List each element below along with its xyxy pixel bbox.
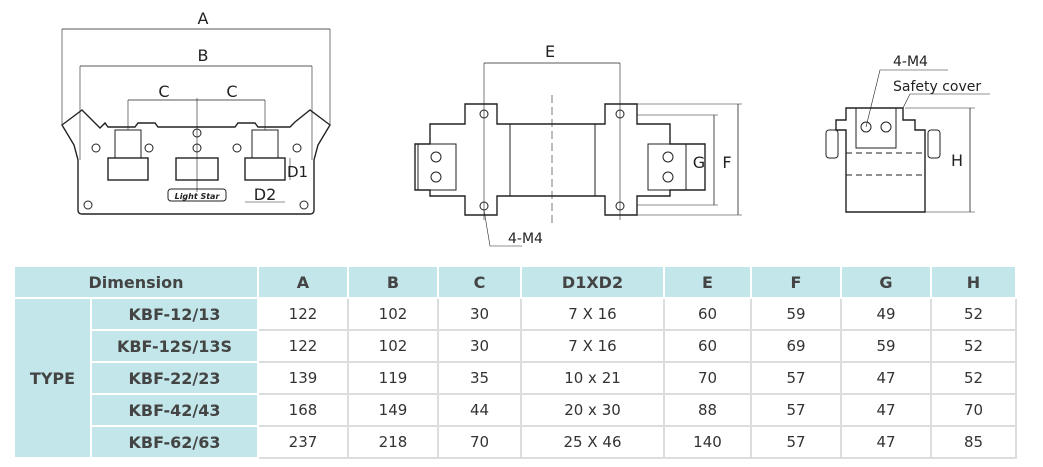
model-name: KBF-12S/13S (90, 329, 259, 363)
dim-label-d2: D2 (254, 185, 277, 204)
terminal-screw-label: 4-M4 (893, 54, 928, 70)
table-cell: 35 (437, 361, 522, 395)
table-cell: 70 (437, 425, 522, 459)
table-cell: 168 (257, 393, 349, 427)
table-cell: 44 (437, 393, 522, 427)
table-cell: 119 (347, 361, 439, 395)
table-cell: 10 x 21 (520, 361, 665, 395)
dim-label-b: B (198, 46, 209, 65)
table-cell: 139 (257, 361, 349, 395)
table-cell: 57 (750, 393, 842, 427)
table-cell: 122 (257, 329, 349, 363)
column-header: B (347, 265, 439, 299)
dim-label-d1: D1 (287, 163, 308, 181)
table-cell: 52 (930, 297, 1017, 331)
table-cell: 52 (930, 329, 1017, 363)
dim-label-a: A (198, 9, 209, 28)
table-cell: 47 (840, 425, 932, 459)
table-cell: 7 X 16 (520, 329, 665, 363)
table-cell: 52 (930, 361, 1017, 395)
table-cell: 88 (663, 393, 752, 427)
table-cell: 57 (750, 361, 842, 395)
column-header: C (437, 265, 522, 299)
table-cell: 47 (840, 393, 932, 427)
table-cell: 122 (257, 297, 349, 331)
table-cell: 218 (347, 425, 439, 459)
table-cell: 47 (840, 361, 932, 395)
table-cell: 237 (257, 425, 349, 459)
model-name: KBF-62/63 (90, 425, 259, 459)
dim-label-g: G (693, 153, 705, 172)
table-cell: 59 (750, 297, 842, 331)
dim-label-c-left: C (158, 82, 169, 101)
dim-label-f: F (722, 153, 731, 172)
column-header: D1XD2 (520, 265, 665, 299)
table-cell: 60 (663, 297, 752, 331)
dim-label-c-right: C (226, 82, 237, 101)
table-cell: 69 (750, 329, 842, 363)
mount-screw-label: 4-M4 (508, 231, 543, 247)
table-cell: 30 (437, 297, 522, 331)
column-header: G (840, 265, 932, 299)
model-name: KBF-22/23 (90, 361, 259, 395)
column-header: F (750, 265, 842, 299)
column-header: A (257, 265, 349, 299)
column-header: E (663, 265, 752, 299)
table-cell: 70 (930, 393, 1017, 427)
dim-label-e: E (545, 42, 555, 61)
brand-logo: Light Star (175, 192, 221, 201)
table-cell: 85 (930, 425, 1017, 459)
table-cell: 140 (663, 425, 752, 459)
table-cell: 149 (347, 393, 439, 427)
type-label: TYPE (13, 297, 92, 459)
table-cell: 60 (663, 329, 752, 363)
table-cell: 57 (750, 425, 842, 459)
table-cell: 102 (347, 329, 439, 363)
table-cell: 49 (840, 297, 932, 331)
front-view-drawing (61, 28, 331, 215)
table-cell: 7 X 16 (520, 297, 665, 331)
table-cell: 25 X 46 (520, 425, 665, 459)
table-cell: 102 (347, 297, 439, 331)
model-name: KBF-12/13 (90, 297, 259, 331)
dim-label-h: H (951, 151, 963, 170)
end-view-drawing (825, 69, 990, 213)
safety-cover-label: Safety cover (893, 79, 981, 95)
column-header: H (930, 265, 1017, 299)
table-cell: 20 x 30 (520, 393, 665, 427)
table-cell: 59 (840, 329, 932, 363)
dimension-drawings: A B C C D1 D2 Light Star E G F 4-M4 4-M4… (61, 9, 990, 247)
table-cell: 70 (663, 361, 752, 395)
model-name: KBF-42/43 (90, 393, 259, 427)
side-view-drawing (414, 62, 742, 247)
table-cell: 30 (437, 329, 522, 363)
dimension-header: Dimension (13, 265, 259, 299)
